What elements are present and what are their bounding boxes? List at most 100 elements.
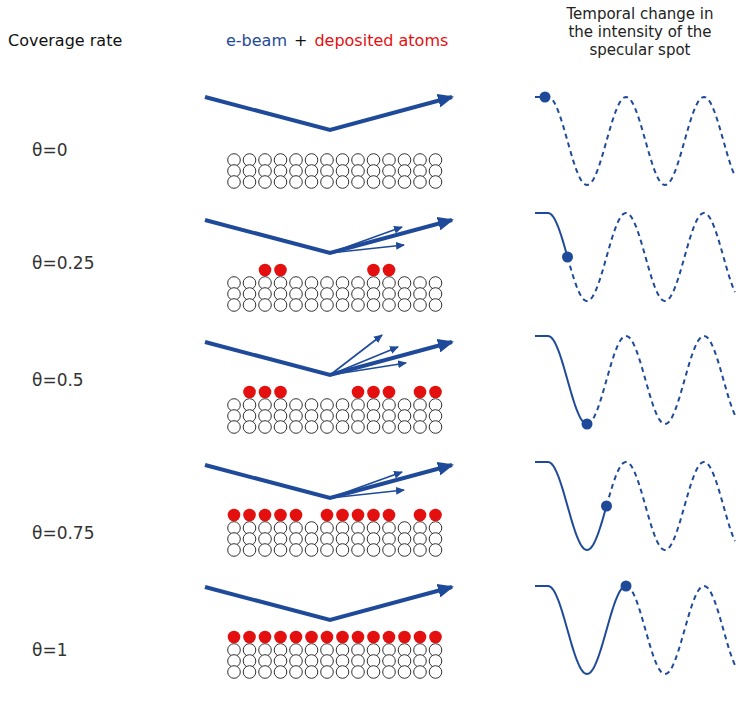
column-heading: Coverage rate bbox=[8, 31, 122, 50]
intensity-future bbox=[607, 462, 736, 550]
deposited-atom bbox=[243, 509, 256, 522]
electron-beam bbox=[205, 465, 452, 498]
substrate-atom bbox=[429, 421, 442, 434]
substrate-atom bbox=[414, 176, 427, 189]
substrate-atom bbox=[414, 421, 427, 434]
substrate-atom bbox=[398, 299, 411, 312]
scattered-beam bbox=[330, 335, 382, 375]
substrate-atom bbox=[383, 666, 396, 679]
substrate-atom bbox=[429, 666, 442, 679]
deposited-atom bbox=[367, 264, 380, 277]
substrate-atom bbox=[398, 176, 411, 189]
current-point bbox=[562, 252, 573, 263]
deposited-atom bbox=[321, 631, 334, 644]
substrate-atom bbox=[321, 544, 334, 557]
substrate-atom bbox=[336, 544, 349, 557]
deposited-atom bbox=[336, 631, 349, 644]
deposited-atom bbox=[274, 386, 287, 399]
deposited-atom bbox=[274, 631, 287, 644]
substrate-atom bbox=[321, 666, 334, 679]
deposited-atom bbox=[259, 264, 272, 277]
electron-beam bbox=[205, 587, 452, 620]
intensity-future bbox=[545, 97, 735, 185]
deposited-atom bbox=[290, 509, 303, 522]
deposited-atom bbox=[352, 386, 365, 399]
deposited-atom bbox=[367, 631, 380, 644]
surface-row bbox=[205, 587, 452, 678]
deposited-atom bbox=[228, 631, 241, 644]
current-point bbox=[601, 501, 612, 512]
column-heading: e-beam+deposited atoms bbox=[226, 31, 448, 50]
heading-part: e-beam bbox=[226, 31, 287, 50]
substrate-atom bbox=[336, 299, 349, 312]
substrate-atom bbox=[321, 299, 334, 312]
current-point bbox=[582, 419, 593, 430]
substrate-atom bbox=[305, 299, 318, 312]
electron-beam bbox=[205, 220, 452, 253]
substrate-atom bbox=[383, 421, 396, 434]
intensity-measured bbox=[535, 336, 587, 424]
deposited-atom bbox=[274, 264, 287, 277]
intensity-measured bbox=[535, 586, 626, 674]
substrate-atom bbox=[243, 666, 256, 679]
deposited-atom bbox=[429, 631, 442, 644]
deposited-atom bbox=[243, 631, 256, 644]
deposited-atom bbox=[383, 509, 396, 522]
substrate-atom bbox=[352, 299, 365, 312]
deposited-atom bbox=[259, 386, 272, 399]
surface-row bbox=[205, 220, 452, 311]
intensity-curve bbox=[535, 213, 735, 301]
deposited-atom bbox=[398, 631, 411, 644]
substrate-atom bbox=[367, 176, 380, 189]
coverage-label: θ=0.75 bbox=[32, 523, 95, 543]
intensity-curve bbox=[535, 336, 735, 430]
substrate-atom bbox=[274, 299, 287, 312]
substrate-atom bbox=[336, 666, 349, 679]
coverage-label: θ=0 bbox=[32, 140, 67, 160]
substrate-atom bbox=[290, 421, 303, 434]
electron-beam bbox=[205, 97, 452, 130]
substrate-atom bbox=[321, 176, 334, 189]
substrate-atom bbox=[305, 176, 318, 189]
deposited-atom bbox=[336, 509, 349, 522]
substrate-atom bbox=[367, 299, 380, 312]
substrate-atom bbox=[352, 421, 365, 434]
substrate-atom bbox=[228, 176, 241, 189]
deposited-atom bbox=[274, 509, 287, 522]
substrate-atom bbox=[367, 544, 380, 557]
substrate-atom bbox=[243, 421, 256, 434]
substrate-atom bbox=[398, 544, 411, 557]
substrate-atom bbox=[321, 421, 334, 434]
substrate-atom bbox=[228, 544, 241, 557]
substrate-atom bbox=[367, 666, 380, 679]
scattered-beam bbox=[330, 347, 398, 375]
deposited-atom bbox=[429, 509, 442, 522]
current-point bbox=[621, 581, 632, 592]
substrate-atom bbox=[290, 666, 303, 679]
substrate-atom bbox=[414, 544, 427, 557]
deposited-atom bbox=[429, 386, 442, 399]
substrate-atom bbox=[429, 299, 442, 312]
substrate-atom bbox=[305, 421, 318, 434]
substrate-atom bbox=[429, 544, 442, 557]
substrate-atom bbox=[352, 176, 365, 189]
deposited-atom bbox=[414, 386, 427, 399]
deposited-atom bbox=[321, 509, 334, 522]
substrate-atom bbox=[383, 544, 396, 557]
coverage-label: θ=1 bbox=[32, 640, 67, 660]
column-heading: Temporal change in the intensity of the … bbox=[553, 5, 727, 59]
substrate-atom bbox=[305, 544, 318, 557]
surface-row bbox=[205, 465, 452, 556]
heading-part: deposited atoms bbox=[314, 31, 448, 50]
substrate-atom bbox=[259, 299, 272, 312]
substrate-atom bbox=[305, 666, 318, 679]
deposited-atom bbox=[305, 631, 318, 644]
substrate-atom bbox=[259, 176, 272, 189]
substrate-atom bbox=[290, 299, 303, 312]
substrate-atom bbox=[398, 666, 411, 679]
intensity-curve bbox=[535, 462, 735, 550]
deposited-atom bbox=[259, 509, 272, 522]
scattered-beam bbox=[330, 490, 404, 498]
surface-row bbox=[205, 335, 452, 433]
electron-beam bbox=[205, 342, 452, 375]
